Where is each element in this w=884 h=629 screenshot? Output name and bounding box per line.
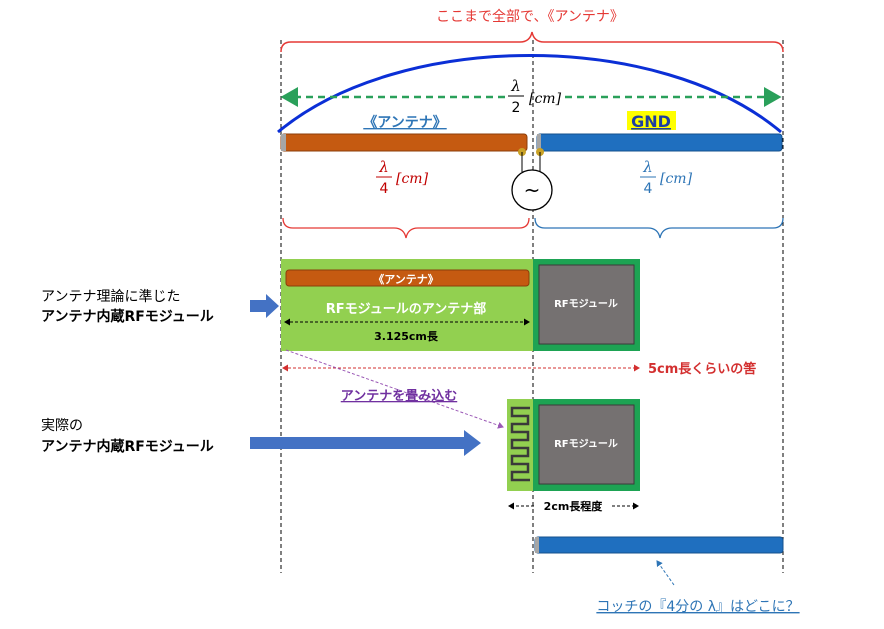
ac-source-glyph: ~ [524,178,541,202]
fold-arrow [285,349,504,429]
quarter-left-lambda: λ [378,158,389,176]
gnd-element-cap [537,134,541,151]
brace-antenna [282,217,530,239]
meander-antenna-trace [510,406,530,482]
quarter-left-formula: λ 4 [cm] [376,158,429,197]
top-label: ここまで全部で、《アンテナ》 [436,8,624,25]
actual-caption-line2: アンテナ内蔵RFモジュール [41,438,214,455]
antenna-label: 《アンテナ》 [363,115,446,131]
top-brace [280,31,784,53]
brace-gnd [534,217,784,239]
actual-pointer-arrow [250,430,481,456]
gnd-label: GND [631,112,671,131]
theory-antenna-bar [285,269,530,287]
antenna-element-cap [281,134,286,151]
quarter-right-formula: λ 4 [cm] [640,158,693,197]
question-label: コッチの『4分の λ』はどこに？ [596,599,799,615]
theory-length-label: 3.125cm長 [374,330,439,343]
fold-label: アンテナを畳み込む [341,388,457,404]
actual-caption-line1: 実際の [41,418,83,434]
actual-chip-label: RFモジュール [554,438,618,450]
antenna-element [280,133,528,152]
half-wave-lambda: λ [510,77,521,95]
quarter-right-unit: [cm] [660,171,693,187]
gnd-element [536,133,783,152]
missing-gnd-element [534,536,784,554]
theory-caption-line1: アンテナ理論に準じた [41,289,180,305]
quarter-left-den: 4 [380,181,389,197]
half-wave-unit: [cm] [529,91,562,107]
half-wave-formula: λ 2 [cm] [508,77,562,116]
half-wave-arc [277,54,782,134]
actual-length-label: 2cm長程度 [544,499,604,513]
quarter-right-lambda: λ [642,158,653,176]
theory-pointer-arrow [250,294,279,318]
ac-source-symbol [511,169,553,211]
question-arrow [656,560,675,586]
missing-gnd-element-cap [535,537,539,553]
theory-caption-line2: アンテナ内蔵RFモジュール [41,308,214,325]
quarter-right-den: 4 [644,181,653,197]
theory-antenna-area-label: RFモジュールのアンテナ部 [326,301,486,317]
quarter-left-unit: [cm] [396,171,429,187]
gnd-label-highlight [627,111,676,130]
theory-antenna-bar-label: 《アンテナ》 [373,273,439,286]
theory-module-chip [538,264,635,345]
actual-module-chip [538,404,635,485]
total-length-label: 5cm長くらいの筈 [648,361,756,377]
theory-chip-label: RFモジュール [554,298,618,310]
half-wave-den: 2 [512,100,521,116]
